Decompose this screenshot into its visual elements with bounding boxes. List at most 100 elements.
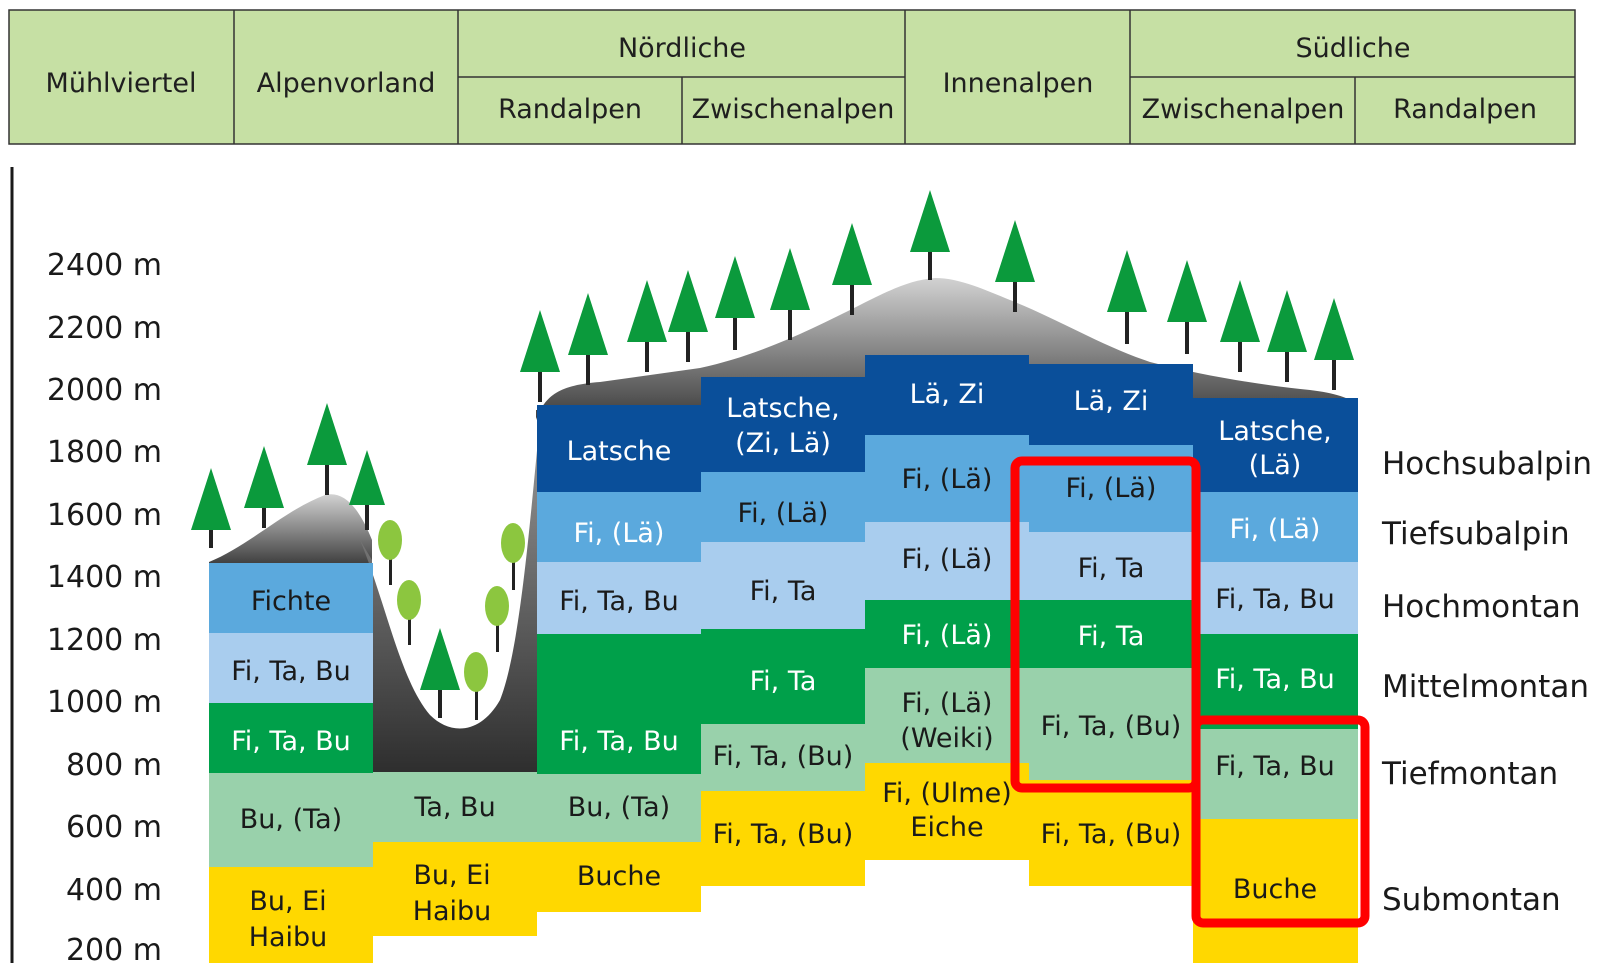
altitude-label: 400 m bbox=[66, 873, 162, 908]
altitude-axis: 2400 m 2200 m 2000 m 1800 m 1600 m 1400 … bbox=[10, 167, 162, 963]
ia-tiefsubalpin-label: Fi, (Lä) bbox=[902, 464, 993, 495]
sz-tiefmontan-block bbox=[1029, 668, 1193, 780]
mv-submontan-label-2: Haibu bbox=[249, 922, 328, 953]
ia-tiefmontan-label-1: Fi, (Lä) bbox=[902, 688, 993, 719]
nz-hochmontan-block bbox=[701, 542, 865, 629]
nz-submontan-label: Fi, Ta, (Bu) bbox=[713, 819, 854, 850]
sr-submontan-label: Buche bbox=[1233, 874, 1317, 905]
deciduous-tree-icon bbox=[378, 520, 402, 585]
nz-mittelmontan-block bbox=[701, 629, 865, 724]
nz-hochsubalpin-block bbox=[701, 377, 865, 472]
sz-mittelmontan-block bbox=[1029, 600, 1193, 668]
nr-hochsubalpin-label: Latsche bbox=[567, 436, 672, 467]
ia-submontan-block bbox=[865, 763, 1029, 860]
sz-tiefmontan-label: Fi, Ta, (Bu) bbox=[1041, 711, 1182, 742]
zone-name: Submontan bbox=[1382, 882, 1561, 918]
ia-hochsubalpin-block bbox=[865, 355, 1029, 435]
conifer-tree-icon bbox=[770, 248, 810, 340]
nr-submontan-label: Buche bbox=[577, 861, 661, 892]
altitude-label: 800 m bbox=[66, 748, 162, 783]
av-submontan-block bbox=[373, 842, 537, 936]
nr-hochmontan-label: Fi, Ta, Bu bbox=[559, 586, 679, 617]
mv-submontan-label-1: Bu, Ei bbox=[249, 886, 326, 917]
conifer-tree-icon bbox=[349, 450, 385, 530]
nz-tiefmontan-label: Fi, Ta, (Bu) bbox=[713, 741, 854, 772]
nz-hochsubalpin-label-1: Latsche, bbox=[726, 393, 839, 424]
alpenvorland-valley bbox=[360, 420, 540, 772]
mv-mittelmontan-block bbox=[209, 703, 373, 773]
conifer-tree-icon bbox=[910, 190, 950, 280]
mv-hochmontan-block bbox=[209, 633, 373, 703]
nz-tiefmontan-block bbox=[701, 724, 865, 791]
av-tiefmontan-label: Ta, Bu bbox=[413, 792, 495, 823]
nz-hochsubalpin-label-2: (Zi, Lä) bbox=[735, 428, 831, 459]
zone-blocks bbox=[209, 355, 1358, 963]
mv-tiefmontan-block bbox=[209, 773, 373, 867]
zone-names: Hochsubalpin Tiefsubalpin Hochmontan Mit… bbox=[1381, 446, 1592, 918]
altitude-label: 2400 m bbox=[47, 248, 162, 283]
sz-mittelmontan-label: Fi, Ta bbox=[1078, 621, 1145, 652]
conifer-tree-icon bbox=[1167, 260, 1207, 354]
header-n-randalpen: Randalpen bbox=[498, 94, 642, 125]
conifer-tree-icon bbox=[1107, 250, 1147, 344]
zone-name: Hochmontan bbox=[1382, 589, 1581, 625]
mv-submontan-block bbox=[209, 867, 373, 963]
nr-submontan-block bbox=[537, 842, 701, 912]
ia-mittelmontan-block bbox=[865, 600, 1029, 668]
conifer-trees bbox=[191, 190, 1354, 718]
av-submontan-label-1: Bu, Ei bbox=[413, 860, 490, 891]
deciduous-tree-icon bbox=[464, 652, 488, 720]
sr-tiefmontan-label: Fi, Ta, Bu bbox=[1215, 751, 1335, 782]
sr-hochmontan-block bbox=[1193, 562, 1358, 634]
nz-submontan-block bbox=[701, 791, 865, 886]
nz-tiefsubalpin-label: Fi, (Lä) bbox=[738, 498, 829, 529]
conifer-tree-icon bbox=[568, 293, 608, 385]
conifer-tree-icon bbox=[307, 403, 347, 495]
sz-hochsubalpin-block bbox=[1029, 364, 1193, 445]
nr-mittelmontan-label: Fi, Ta, Bu bbox=[559, 726, 679, 757]
ia-mittelmontan-label: Fi, (Lä) bbox=[902, 620, 993, 651]
ia-submontan-label-2: Eiche bbox=[910, 812, 983, 843]
conifer-tree-icon bbox=[1220, 280, 1260, 372]
ia-tiefmontan-block bbox=[865, 668, 1029, 763]
ia-hochmontan-label: Fi, (Lä) bbox=[902, 544, 993, 575]
nr-tiefmontan-label: Bu, (Ta) bbox=[568, 792, 670, 823]
mv-fichte-label: Fichte bbox=[251, 586, 331, 617]
sz-hochmontan-block bbox=[1029, 532, 1193, 600]
header-innenalpen: Innenalpen bbox=[943, 68, 1094, 99]
av-submontan-label-2: Haibu bbox=[413, 896, 492, 927]
altitude-label: 1200 m bbox=[47, 623, 162, 658]
nr-hochmontan-block bbox=[537, 562, 701, 634]
nz-tiefsubalpin-block bbox=[701, 472, 865, 542]
muehlviertel-hill bbox=[209, 494, 372, 565]
header-alpenvorland: Alpenvorland bbox=[257, 68, 436, 99]
sr-tiefmontan-block bbox=[1193, 729, 1358, 819]
conifer-tree-icon bbox=[1314, 298, 1354, 390]
header-n-zwischenalpen: Zwischenalpen bbox=[692, 94, 895, 125]
highlight-frame-s-randalpen bbox=[1191, 715, 1370, 928]
nr-tiefsubalpin-label: Fi, (Lä) bbox=[574, 518, 665, 549]
altitude-label: 600 m bbox=[66, 810, 162, 845]
mv-fichte-block bbox=[209, 563, 373, 633]
sr-mittelmontan-block bbox=[1193, 634, 1358, 729]
zone-name: Tiefsubalpin bbox=[1381, 516, 1570, 552]
altitude-label: 2200 m bbox=[47, 311, 162, 346]
nz-mittelmontan-label: Fi, Ta bbox=[750, 666, 817, 697]
deciduous-tree-icon bbox=[397, 580, 421, 645]
nr-mittelmontan-block bbox=[537, 634, 701, 774]
sz-submontan-block bbox=[1029, 780, 1193, 886]
ia-hochsubalpin-label: Lä, Zi bbox=[910, 379, 985, 410]
region-header-table: Mühlviertel Alpenvorland Nördliche Randa… bbox=[8, 9, 1576, 145]
deciduous-trees bbox=[378, 520, 525, 720]
sr-hochmontan-label: Fi, Ta, Bu bbox=[1215, 584, 1335, 615]
conifer-tree-icon bbox=[627, 280, 667, 372]
ia-submontan-label-1: Fi, (Ulme) bbox=[882, 778, 1011, 809]
conifer-tree-icon bbox=[244, 446, 284, 528]
ia-hochmontan-block bbox=[865, 522, 1029, 600]
ia-tiefsubalpin-block bbox=[865, 435, 1029, 522]
header-noerdliche: Nördliche bbox=[618, 33, 746, 64]
zone-name: Tiefmontan bbox=[1381, 756, 1558, 792]
conifer-tree-icon bbox=[1267, 290, 1307, 382]
header-s-zwischenalpen: Zwischenalpen bbox=[1142, 94, 1345, 125]
conifer-tree-icon bbox=[995, 220, 1035, 312]
